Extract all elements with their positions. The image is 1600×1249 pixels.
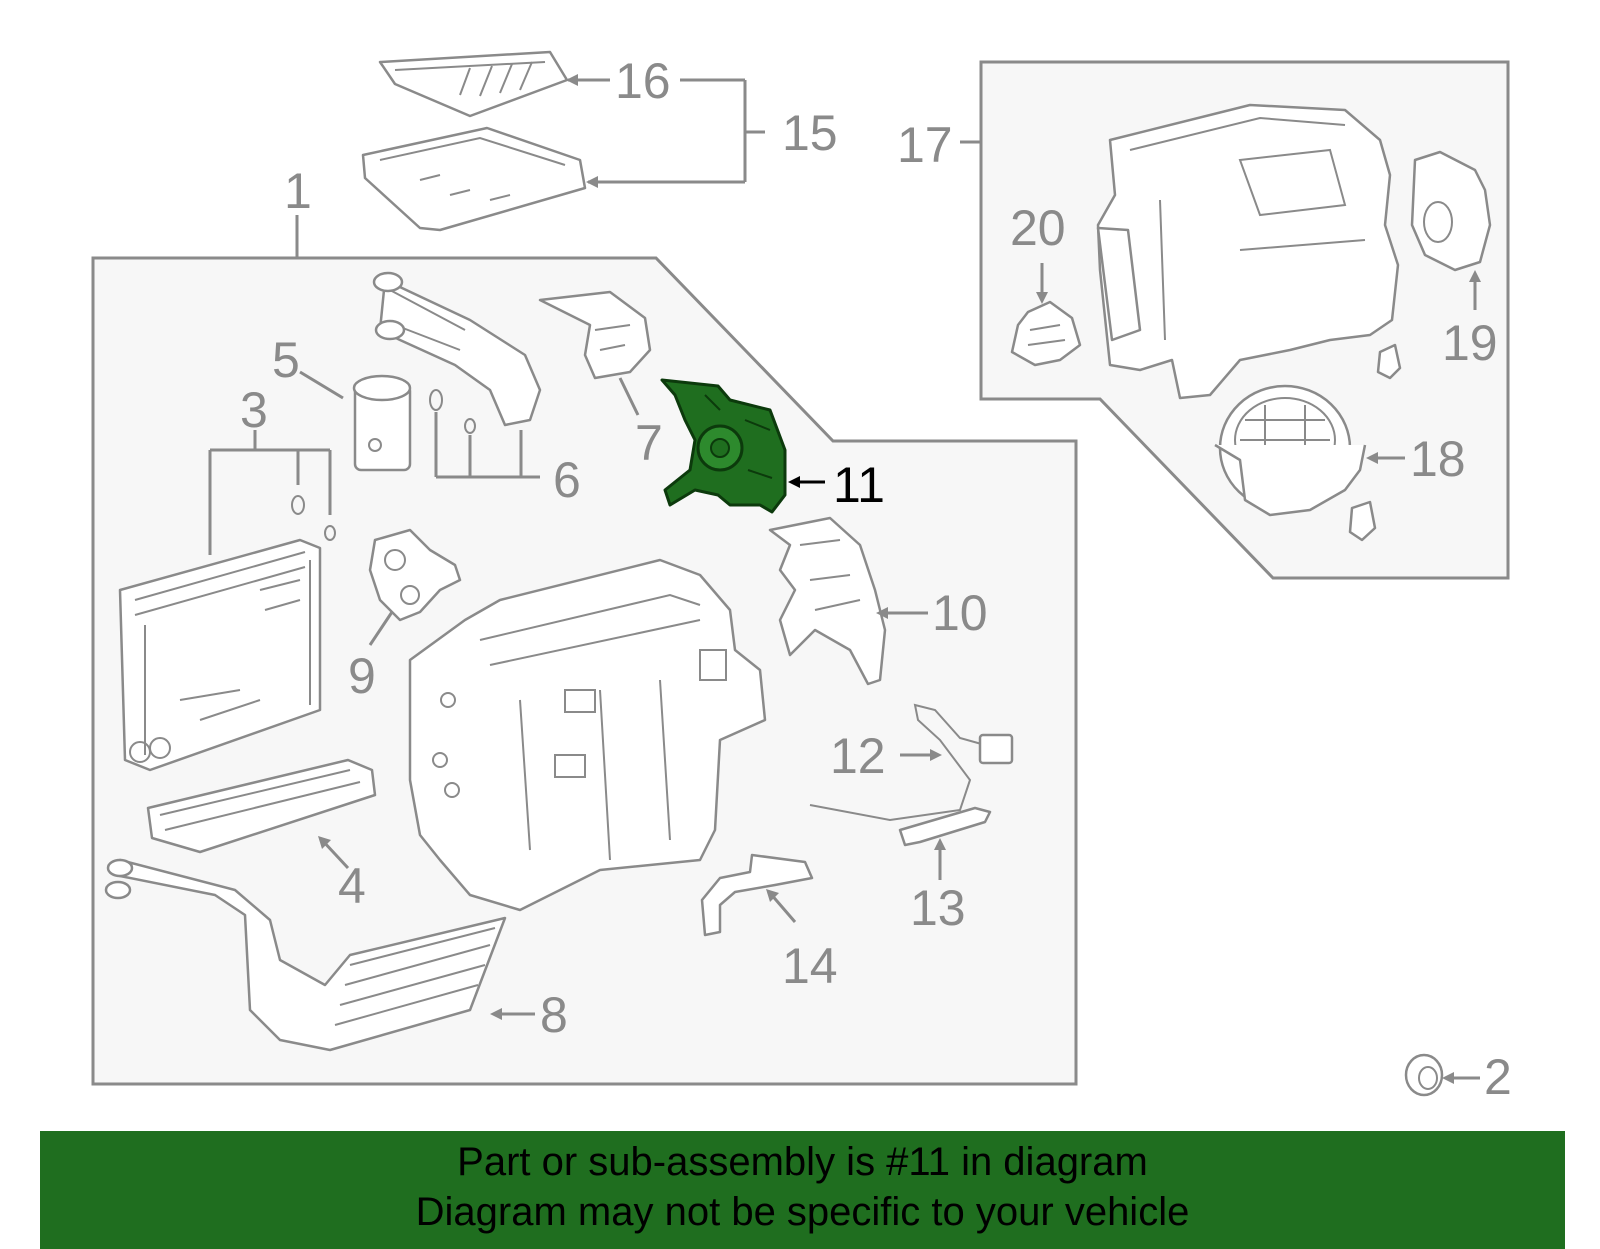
callout-18: 18 [1410,431,1466,487]
callout-3: 3 [240,382,268,438]
callout-13: 13 [910,880,966,936]
banner-disclaimer-line: Diagram may not be specific to your vehi… [415,1190,1190,1234]
clip-part-13[interactable] [898,806,992,847]
callout-9: 9 [348,648,376,704]
screw-lower[interactable] [1348,500,1377,542]
callout-8: 8 [540,987,568,1043]
evaporator-part-3[interactable] [118,538,322,772]
callout-1: 1 [284,163,312,219]
heater-case[interactable] [408,558,767,912]
filter-housing-part-15[interactable] [361,126,587,232]
callout-6: 6 [553,452,581,508]
bracket-part-7[interactable] [538,290,652,380]
hose-part-14[interactable] [700,853,814,937]
resistor-part-19[interactable] [1410,150,1492,272]
banner-part-line: Part or sub-assembly is #11 in diagram [457,1140,1148,1184]
callout-5: 5 [272,332,300,388]
bracket-part-10[interactable] [768,516,887,686]
callout-10: 10 [932,585,988,641]
callout-17: 17 [897,117,953,173]
heater-core-part-8[interactable] [104,858,507,1052]
pipe-assembly-part-6[interactable] [372,271,542,427]
callout-2: 2 [1484,1049,1512,1105]
blower-motor-part-18[interactable] [1214,384,1367,517]
callout-16: 16 [615,53,671,109]
screw-upper[interactable] [1376,343,1402,380]
drain-pan-part-4[interactable] [146,758,377,854]
callout-11: 11 [833,457,885,513]
filter-element-part-16[interactable] [378,50,569,118]
callout-15: 15 [782,105,838,161]
callout-14: 14 [782,938,838,994]
clip-part-2[interactable] [1404,1053,1444,1097]
servo-actuator-part-11[interactable] [660,378,787,514]
actuator-part-9[interactable] [368,528,462,622]
callout-12: 12 [830,728,886,784]
callout-7: 7 [635,415,663,471]
blower-case[interactable] [1096,103,1400,400]
info-banner: Part or sub-assembly is #11 in diagram D… [40,1131,1565,1249]
expansion-valve-part-5[interactable] [352,374,412,472]
callout-19: 19 [1442,315,1498,371]
sensor-wire-part-12[interactable] [809,703,1014,822]
actuator-part-20[interactable] [1010,300,1082,367]
callout-20: 20 [1010,200,1066,256]
callout-4: 4 [338,858,366,914]
